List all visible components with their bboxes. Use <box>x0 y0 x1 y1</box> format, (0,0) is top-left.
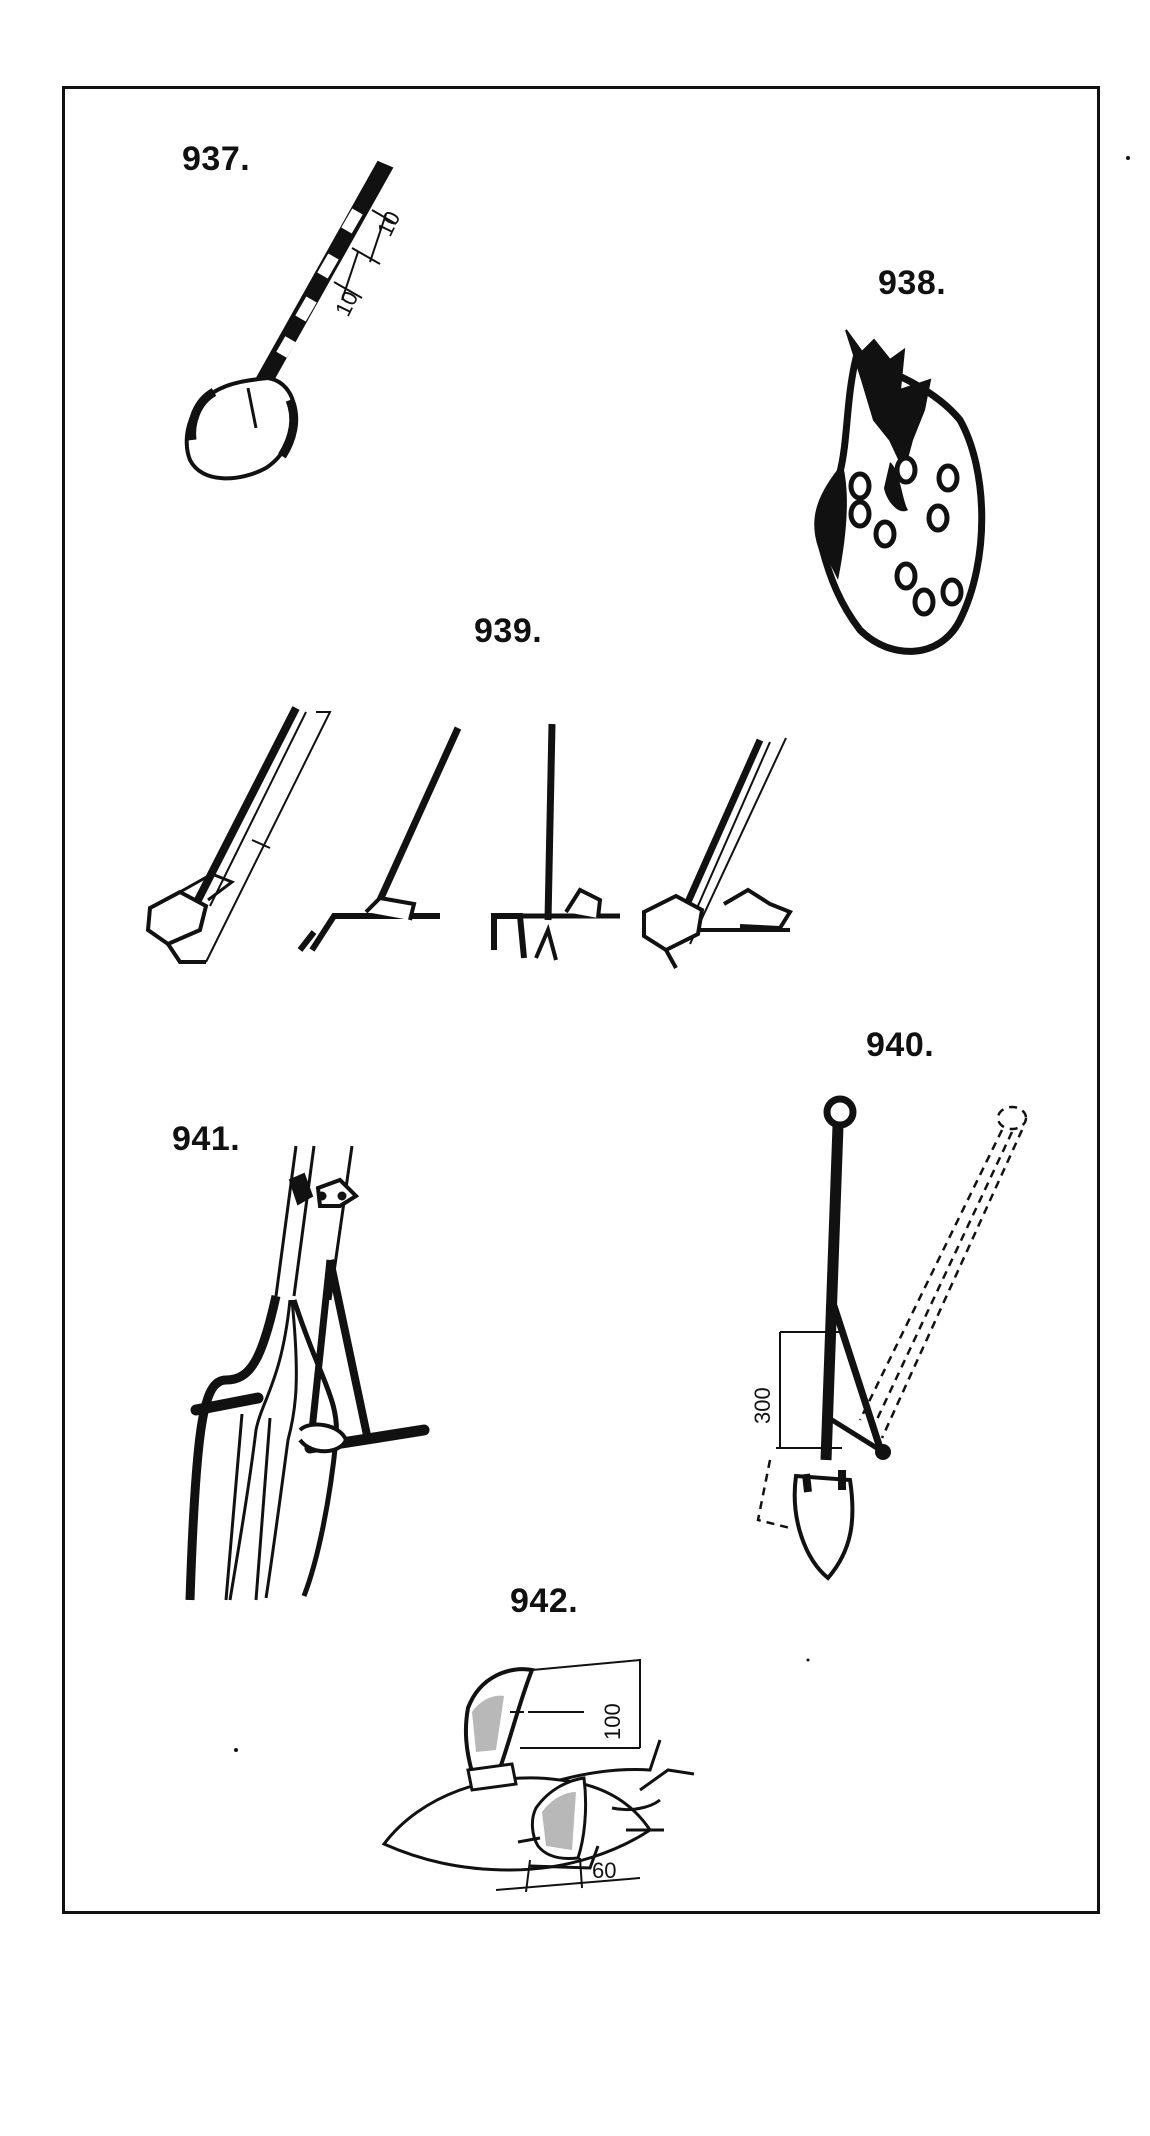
figure-942-blade-detail <box>381 1658 695 1893</box>
figure-938-perforated-blade <box>814 329 986 655</box>
figure-label-939: 939. <box>474 612 543 650</box>
figure-939-step-2 <box>297 726 462 952</box>
dimension-942-height: 100 <box>600 1703 625 1740</box>
figure-940-lever-shovel <box>756 1095 1028 1581</box>
figure-939-step-1 <box>145 706 332 964</box>
scan-speck <box>234 1748 238 1752</box>
plate-frame <box>62 86 1100 1914</box>
figure-937-shovel <box>184 160 397 481</box>
figure-label-938: 938. <box>878 264 947 302</box>
scan-speck <box>806 1658 810 1662</box>
dimension-940-height: 300 <box>750 1387 775 1424</box>
figure-939-step-4 <box>642 737 793 969</box>
dimension-942-width: 60 <box>592 1858 616 1883</box>
figure-941-fork <box>185 1145 430 1601</box>
figure-label-942: 942. <box>510 1582 579 1620</box>
figure-939-lever-sequence <box>145 706 793 969</box>
figure-label-937: 937. <box>182 140 251 178</box>
scan-speck <box>1126 156 1130 160</box>
figure-label-940: 940. <box>866 1026 935 1064</box>
dimension-937-lower: 10 <box>330 287 363 320</box>
figure-label-941: 941. <box>172 1120 241 1158</box>
figure-939-step-3 <box>491 723 620 961</box>
